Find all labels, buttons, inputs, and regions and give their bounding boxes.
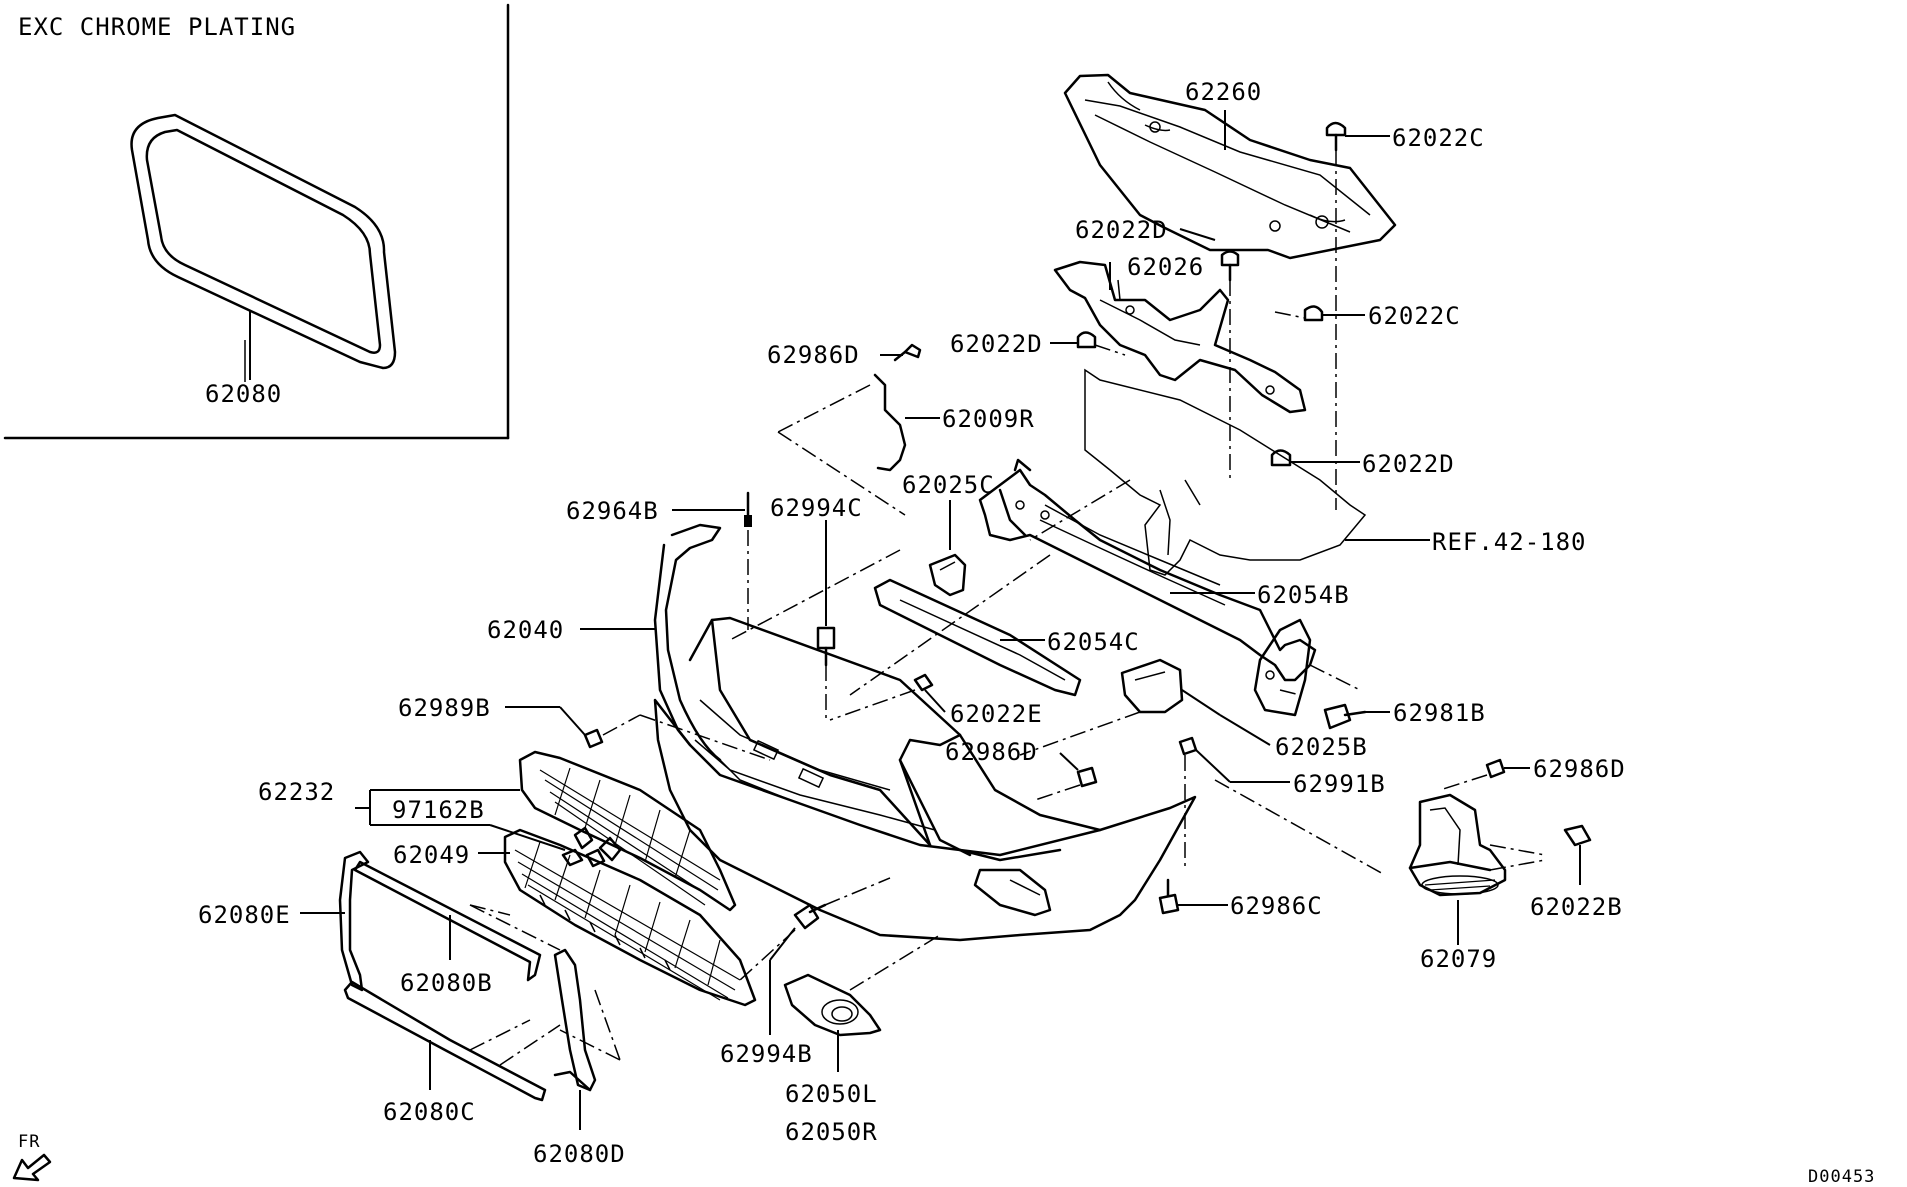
label-62049: 62049 (393, 841, 470, 869)
label-62054b: 62054B (1257, 581, 1350, 609)
label-62986d-right: 62986D (1533, 755, 1626, 783)
clip-62022b (1563, 824, 1592, 885)
screw-62994b (793, 903, 827, 930)
grille-surround-outline (130, 113, 397, 382)
pin-62964b (744, 491, 752, 527)
label-62991b: 62991B (1293, 770, 1386, 798)
label-62040: 62040 (487, 616, 564, 644)
screw-62986d-top (893, 343, 922, 362)
label-62232: 62232 (258, 778, 335, 806)
label-ref-42-180: REF.42-180 (1432, 528, 1587, 556)
label-62079: 62079 (1420, 945, 1497, 973)
absorber-62025b (1120, 658, 1221, 716)
label-62022b: 62022B (1530, 893, 1623, 921)
label-62981b: 62981B (1393, 699, 1486, 727)
label-62009r: 62009R (942, 405, 1035, 433)
clip-62022d-right (1270, 449, 1360, 467)
nut-62991b (1178, 736, 1231, 783)
label-62994b: 62994B (720, 1040, 813, 1068)
clip-62022d-top (1220, 250, 1240, 282)
label-62080b: 62080B (400, 969, 493, 997)
label-62964b: 62964B (566, 497, 659, 525)
label-62025c: 62025C (902, 471, 995, 499)
ref-body-panel (1084, 368, 1367, 576)
label-62260: 62260 (1185, 78, 1262, 106)
label-62022d-left: 62022D (950, 330, 1043, 358)
clip-62022c-top (1325, 121, 1390, 152)
clip-62022d-left (1050, 331, 1097, 349)
front-bumper-face-62040 (653, 523, 1197, 942)
strip-62054c (873, 578, 1082, 697)
wire-62009r (873, 373, 940, 472)
label-97162b: 97162B (392, 796, 485, 824)
label-62986d-top: 62986D (767, 341, 860, 369)
label-62080c: 62080C (383, 1098, 476, 1126)
fog-bracket-62079 (1408, 793, 1507, 897)
molding-62080b (353, 860, 542, 982)
label-62050r: 62050R (785, 1118, 878, 1146)
label-62986d-mid: 62986D (945, 738, 1038, 766)
grille-upper-97162b (518, 750, 737, 912)
inset-part-number: 62080 (205, 380, 282, 408)
radiator-upper-cover (1063, 73, 1397, 260)
clip-62022e (913, 673, 946, 713)
label-62022d-top: 62022D (1075, 216, 1168, 244)
screw-62994c (816, 626, 836, 667)
label-62994c: 62994C (770, 494, 863, 522)
label-62989b: 62989B (398, 694, 491, 722)
bracket-62026 (1053, 260, 1307, 414)
fog-cover-62050 (783, 973, 882, 1037)
molding-62080c (343, 980, 547, 1102)
fr-label: FR (18, 1132, 40, 1152)
label-62025b: 62025B (1275, 733, 1368, 761)
label-62986c: 62986C (1230, 892, 1323, 920)
label-62026: 62026 (1127, 253, 1204, 281)
fr-arrow-icon (12, 1153, 52, 1182)
screw-62986d-mid (1059, 752, 1098, 788)
bolt-62981b (1323, 703, 1367, 730)
label-62054c: 62054C (1047, 628, 1140, 656)
label-62080d: 62080D (533, 1140, 626, 1168)
screw-62986c (1158, 878, 1228, 915)
label-62022c-top: 62022C (1392, 124, 1485, 152)
label-62050l: 62050L (785, 1080, 878, 1108)
front-direction-indicator: FR (12, 1132, 52, 1182)
label-62022c-mid: 62022C (1368, 302, 1461, 330)
molding-62080d (553, 948, 597, 1092)
label-62080e: 62080E (198, 901, 291, 929)
inset-title: EXC CHROME PLATING (18, 13, 296, 41)
clip-62022c-mid (1303, 305, 1365, 322)
nut-62989b (583, 728, 604, 749)
label-62022d-right: 62022D (1362, 450, 1455, 478)
screw-62986d-right (1485, 758, 1506, 779)
diagram-id: D00453 (1808, 1167, 1875, 1187)
inset-exc-chrome-plating: EXC CHROME PLATING 62080 (3, 3, 510, 440)
molding-62080e (338, 850, 370, 992)
label-62022e: 62022E (950, 700, 1043, 728)
absorber-62025c (928, 553, 967, 597)
grille-lower-62049 (503, 828, 757, 1007)
